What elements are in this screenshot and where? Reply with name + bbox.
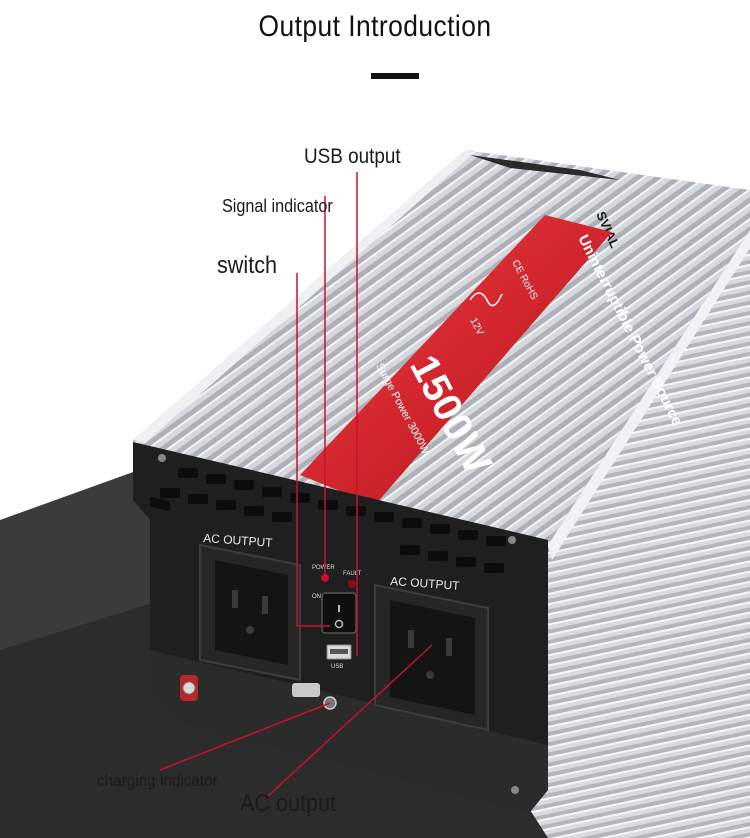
left-ac-socket: AC OUTPUT — [199, 531, 301, 682]
led-power-label: POWER — [312, 565, 335, 571]
callout-charging-indicator: charging indicator — [97, 771, 218, 790]
leader-lines — [159, 172, 433, 797]
led-fault-label: FAULT — [343, 571, 362, 577]
housing-side — [530, 230, 750, 838]
left-socket-label: AC OUTPUT — [203, 531, 274, 550]
control-cluster: POWER FAULT ON USB — [312, 565, 362, 670]
leader-switch — [296, 273, 330, 627]
fault-led — [348, 580, 356, 588]
battery-terminal — [180, 675, 198, 701]
right-socket-label: AC OUTPUT — [390, 574, 461, 593]
bottom-rail — [150, 650, 548, 812]
rocker-switch — [321, 592, 357, 634]
brand-band — [470, 155, 620, 180]
usb-port-label: USB — [331, 664, 343, 670]
title-underline — [371, 73, 419, 79]
right-ac-socket: AC OUTPUT — [374, 574, 489, 732]
screws — [158, 454, 519, 794]
callout-usb-output: USB output — [304, 145, 401, 168]
page-title: Output Introduction — [258, 10, 492, 43]
housing-top-edge — [133, 150, 475, 443]
callout-signal-indicator: Signal indicator — [222, 196, 333, 216]
fuse-holder — [292, 683, 320, 697]
housing-side-edge — [548, 230, 750, 560]
callout-ac-output: AC output — [240, 790, 337, 817]
signature-mark — [469, 292, 503, 307]
callout-switch: switch — [217, 252, 278, 279]
red-label-panel — [300, 215, 612, 505]
switch-on-label: ON — [312, 594, 321, 600]
leader-charging — [159, 702, 331, 771]
leader-ac — [267, 644, 433, 797]
